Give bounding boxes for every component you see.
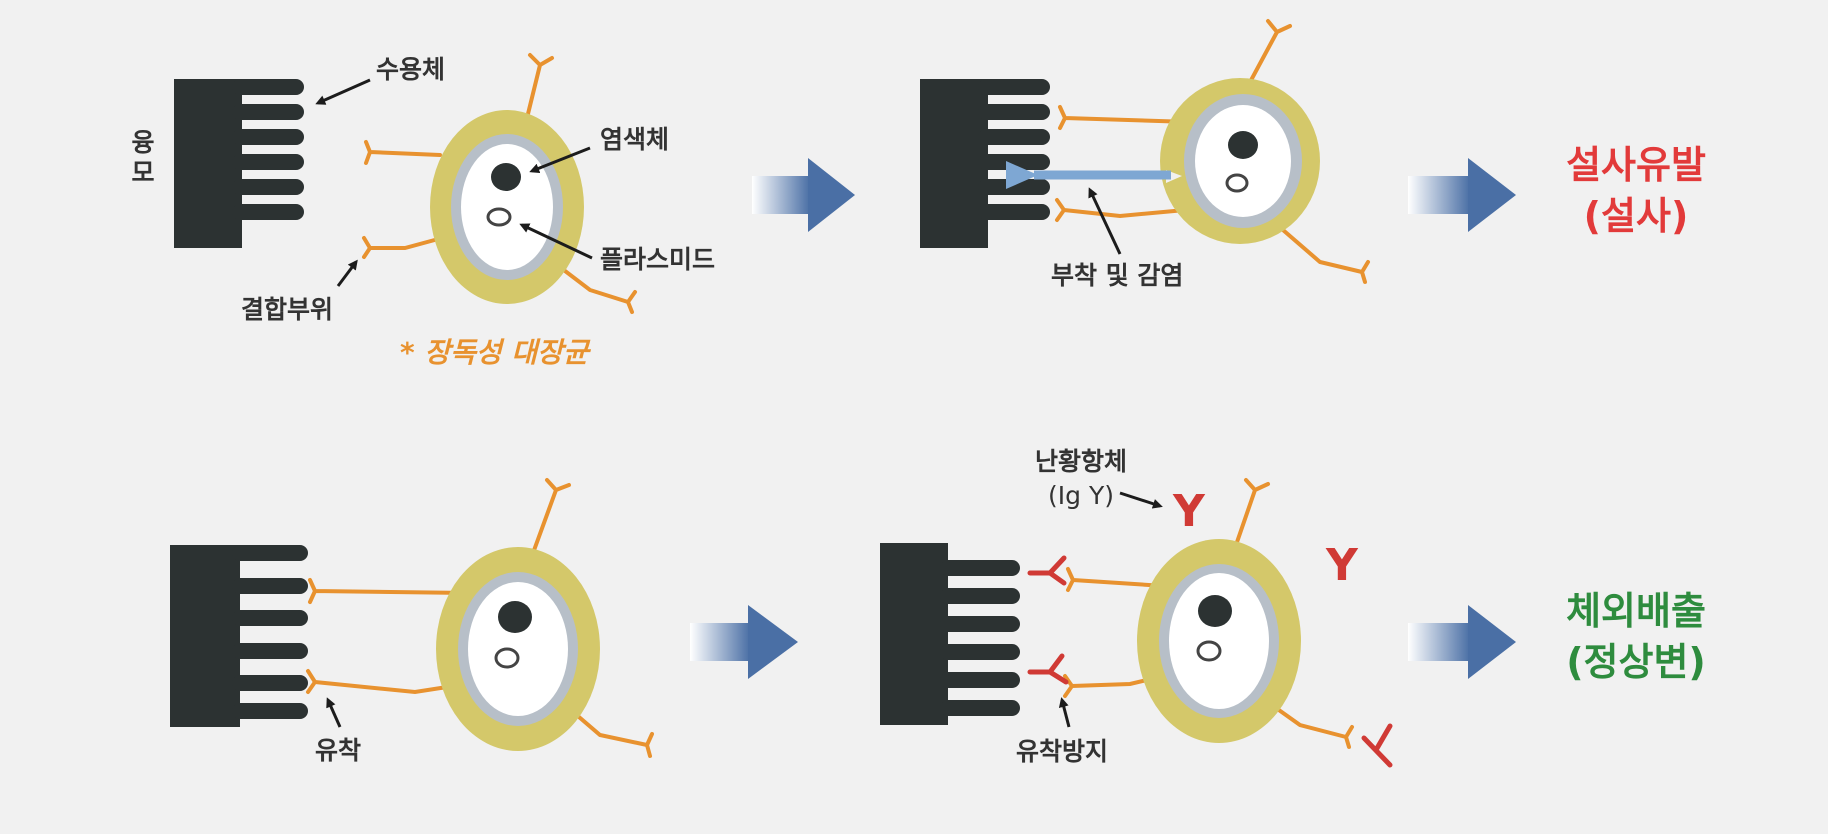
villi-comb-3 — [170, 545, 308, 727]
attach-pointer — [1088, 187, 1122, 255]
ecoli-bacterium-1 — [362, 53, 637, 314]
excretion-subtitle: (정상변) — [1566, 640, 1706, 685]
binding-site-label: 결합부위 — [241, 295, 334, 324]
excretion-outcome: 체외배출 (정상변) — [1556, 586, 1716, 689]
bound-antibodies — [1027, 555, 1393, 768]
villi-comb-2 — [920, 79, 1050, 248]
free-antibody-2: Y — [1326, 540, 1358, 591]
ecoli-bacterium-4 — [1063, 478, 1354, 749]
flow-arrow-3 — [690, 605, 798, 679]
free-antibody-1: Y — [1173, 486, 1205, 537]
ecoli-bacterium-2 — [1055, 19, 1370, 284]
excretion-title: 체외배출 — [1566, 589, 1706, 633]
diarrhea-outcome: 설사유발 (설사) — [1556, 140, 1716, 243]
plasmid-label: 플라스미드 — [600, 245, 716, 274]
prevent-adhesion-label: 유착방지 — [1016, 737, 1109, 766]
diarrhea-title: 설사유발 — [1566, 143, 1706, 187]
antibody-name-label: 난황항체 — [1034, 447, 1127, 476]
receptor-label: 수용체 — [376, 55, 446, 84]
flow-arrow-4 — [1408, 605, 1516, 679]
flow-arrow-1 — [752, 158, 855, 232]
adhesion-pointer — [326, 697, 342, 728]
pathogenic-ecoli-label: * 장독성 대장균 — [400, 336, 589, 369]
villi-label: 융모 — [131, 128, 155, 187]
villi-comb-4 — [880, 543, 1020, 725]
label-pointers-1 — [315, 78, 593, 287]
chromosome-label: 염색체 — [600, 125, 670, 154]
antibody-type-label: (Ig Y) — [1048, 481, 1114, 510]
villi-comb-1 — [174, 79, 304, 248]
ecoli-bacterium-3 — [306, 478, 654, 758]
flow-arrow-2 — [1408, 158, 1516, 232]
adhesion-label: 유착 — [315, 736, 362, 765]
attach-infect-label: 부착 및 감염 — [1051, 261, 1184, 290]
antibody-pointers — [1058, 491, 1163, 728]
diarrhea-subtitle: (설사) — [1583, 194, 1689, 239]
